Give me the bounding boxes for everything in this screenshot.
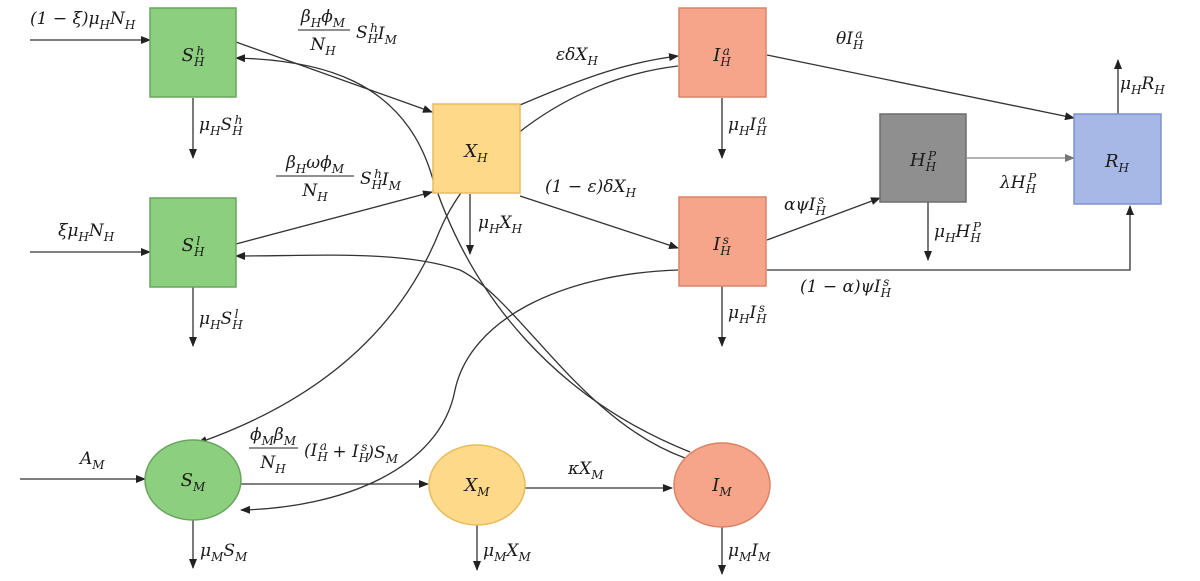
node-sh-l: SHl <box>149 197 237 288</box>
label-death-xh: μHXH <box>478 213 523 236</box>
curve-ia-to-sm <box>197 65 679 444</box>
node-label-im: IM <box>711 475 732 499</box>
label-inf-l-den: NH <box>301 181 328 204</box>
node-xh: XH <box>432 103 521 194</box>
label-death-ia: μHIHa <box>728 113 767 138</box>
label-inf-m-den: NH <box>259 453 286 476</box>
edge-is-to-r <box>767 205 1134 271</box>
label-death-sh: μHSHh <box>199 113 243 138</box>
node-label-sm: SM <box>181 470 206 494</box>
node-ih-a: IHa <box>678 7 767 98</box>
label-inf-m-rest: (IHa + IHs)SM <box>304 439 399 466</box>
label-death-is: μHIHs <box>728 301 767 326</box>
label-death-r: μHRH <box>1120 74 1165 97</box>
node-xm: XM <box>428 444 526 526</box>
label-recruit-sm: AM <box>78 449 105 472</box>
label-inf-h-rest: SHhIM <box>356 21 398 47</box>
label-recruit-sh: (1 − ξ)μHNH <box>30 9 136 32</box>
label-is-to-r: (1 − α)ψIHs <box>800 275 892 300</box>
node-label-ih-s: IHs <box>712 233 731 258</box>
label-ia-to-r: θIHa <box>836 27 864 52</box>
label-inf-h-den: NH <box>309 35 336 58</box>
node-sh-h: SHh <box>149 7 237 98</box>
label-to-is: (1 − ε)δXH <box>545 177 637 200</box>
node-ih-s: IHs <box>678 196 767 287</box>
node-hh-p: HHP <box>879 113 967 203</box>
node-im: IM <box>673 442 771 528</box>
label-xm-to-im: κXM <box>567 459 604 482</box>
edge-ia-to-r <box>766 54 1075 121</box>
node-sm: SM <box>144 439 242 521</box>
edge-xh-to-is <box>519 195 679 249</box>
label-is-to-hp: αψIHs <box>784 193 827 218</box>
node-label-rh: RH <box>1104 151 1130 175</box>
label-inf-h-num: βHϕM <box>300 7 346 30</box>
label-recruit-sl: ξμHNH <box>58 221 115 244</box>
label-inf-l-num: βHωϕM <box>285 153 345 176</box>
label-inf-l-rest: SHhIM <box>360 167 402 193</box>
edge-is-to-hp <box>766 197 881 241</box>
label-death-sl: μHSHl <box>199 307 243 332</box>
label-death-xm: μMXM <box>483 541 531 564</box>
node-label-hh-p: HHP <box>909 149 937 174</box>
node-rh: RH <box>1073 113 1162 205</box>
edge-sl-to-xh <box>235 190 433 245</box>
curve-is-to-sm <box>240 269 679 514</box>
edge-xh-to-ia <box>519 53 679 106</box>
label-hp-to-r: λHHP <box>999 171 1037 196</box>
label-inf-m-num: ϕMβM <box>250 425 297 448</box>
node-label-sh-l: SHl <box>182 234 205 259</box>
node-label-ih-a: IHa <box>712 44 731 69</box>
node-label-sh-h: SHh <box>182 44 205 69</box>
edge-sh-to-xh <box>235 41 433 113</box>
label-death-hp: μHHHP <box>934 220 982 245</box>
label-death-im: μMIM <box>728 541 771 564</box>
node-label-xh: XH <box>462 141 488 165</box>
node-label-xm: XM <box>462 475 490 499</box>
label-to-ia: εδXH <box>556 45 598 68</box>
curve-im-to-sl <box>235 251 686 459</box>
label-death-sm: μMSM <box>200 541 248 564</box>
